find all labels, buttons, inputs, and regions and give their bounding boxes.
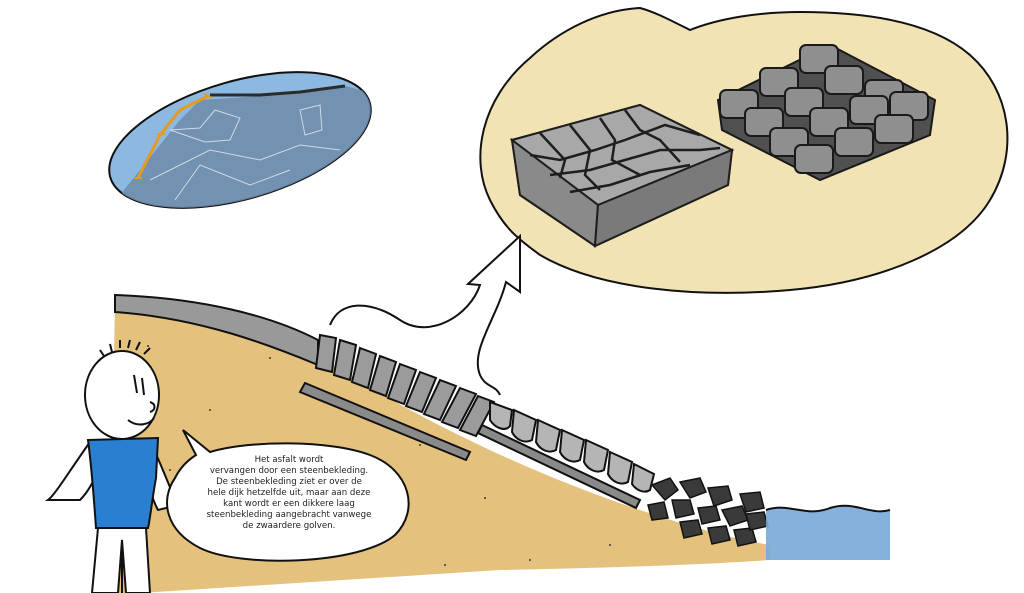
location-map [100,71,387,234]
stone-block-slabs [509,103,735,248]
speech-line-3: De steenbekleding ziet er over de [216,477,362,487]
speech-text: Het asfalt wordt vervangen door een stee… [180,455,398,532]
speech-line-7: de zwaardere golven. [242,521,336,531]
speech-line-4: hele dijk hetzelfde uit, maar aan deze [207,488,371,498]
speech-line-1: Het asfalt wordt [254,455,324,465]
speech-line-2: vervangen door een steenbekleding. [209,466,369,476]
stick-figure-character [44,339,180,593]
speech-line-5: kant wordt er een dikkere laag [223,499,355,509]
zoom-arrow [329,233,521,396]
speech-bubble [166,429,410,562]
speech-line-6: steenbekleding aangebracht vanwege [206,510,372,520]
stone-block-cobbles [716,43,937,182]
